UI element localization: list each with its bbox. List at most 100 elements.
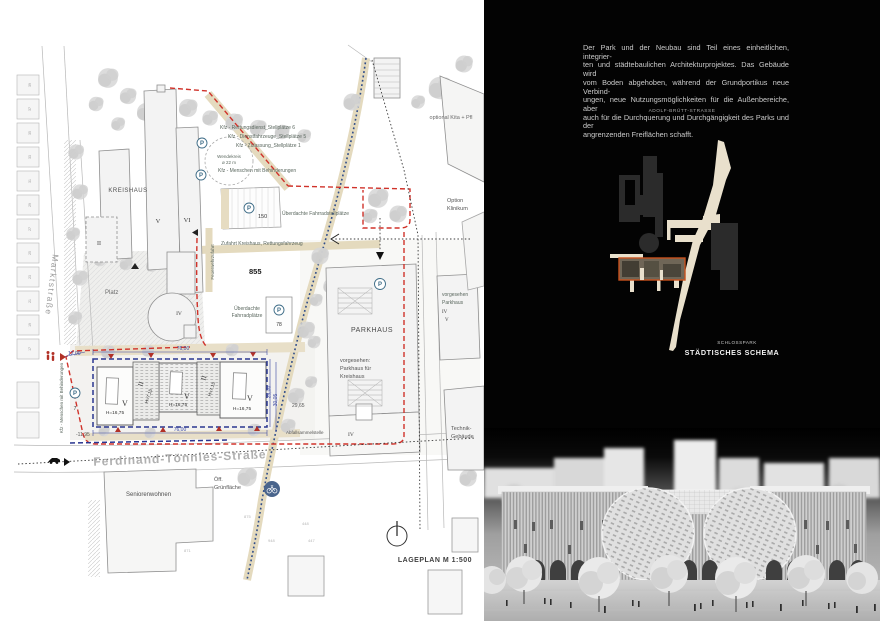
label-schlosspark: SCHLOSSPARK — [717, 340, 757, 345]
dim-12: 12,00 — [68, 351, 81, 357]
level-iv-annex: IV — [348, 432, 354, 438]
concept-text-line: ungen, neue Nutzungsmöglichkeiten für di… — [583, 95, 789, 113]
label-klinikum-2: Klinikum — [447, 206, 468, 212]
staedtisches-schema-diagram: SCHLOSSPARK STÄDTISCHES SCHEMA — [610, 140, 780, 357]
note-kfz-dienstfahrzeuge: Kfz - Dienstfahrzeuge_Stellplätze 5 — [228, 134, 306, 140]
house-number: 31 — [28, 179, 32, 183]
house-number: 21 — [28, 299, 32, 303]
house-number: 25 — [28, 251, 32, 255]
note-kfz-behinderungen: Kfz - Menschen mit Behinderungen — [218, 168, 296, 174]
house-number: 35 — [28, 131, 32, 135]
house-number: 29 — [28, 203, 32, 207]
count-150: 150 — [258, 214, 267, 220]
p-icon: P — [200, 141, 204, 147]
label-schema-title: STÄDTISCHES SCHEMA — [685, 348, 780, 357]
label-parkhaus-planned-2: Parkhaus für — [340, 366, 371, 372]
boundary-tick-arrows — [108, 352, 260, 432]
note-zufahrt: Zufahrt Kreishaus, Rettungsfahrzeug — [221, 241, 303, 247]
level-vi: VI — [184, 217, 191, 224]
house-numbers: 39 37 35 33 31 29 27 25 23 21 19 17 — [28, 83, 32, 351]
concept-text: Der Park und der Neubau sind Teil eines … — [583, 43, 789, 140]
label-kreishaus: KREISHAUS — [108, 188, 147, 194]
note-kfz-behinderungen-vert: Kfz - Menschen mit Behinderungen — [59, 362, 64, 433]
parcel-871: 871 — [184, 548, 191, 553]
dotted-routes — [17, 59, 477, 531]
note-wendekreis-2: ø 22 m — [222, 160, 236, 165]
label-parkhaus-planned-3: Kreishaus — [340, 374, 365, 380]
parcel-948: 948 — [268, 538, 275, 543]
label-klinikum-1: Option — [447, 198, 463, 204]
concept-text-line: angrenzenden Freiflächen schafft. — [583, 130, 694, 140]
p-icon: P — [199, 173, 203, 179]
model-fan-elements — [601, 487, 797, 581]
note-wendekreis-1: Wendekreis — [217, 154, 241, 159]
house-number: 33 — [28, 155, 32, 159]
dim-76-top: 76,00 — [177, 346, 190, 352]
dim-76-bottom: 76,00 — [174, 427, 187, 433]
dim-2965: 29,65 — [292, 403, 305, 409]
wendekreis-circle — [204, 136, 254, 186]
linkA-height: H=7,15 — [144, 388, 153, 404]
house-number: 17 — [28, 347, 32, 351]
house-number: 23 — [28, 275, 32, 279]
label-adolf-bruett-strasse: ADOLF-BRÜTT-STRASSE — [648, 109, 716, 114]
note-fahrrad-ueberdacht: Überdachte Fahrradstellplätze — [282, 210, 349, 217]
label-seniorenwohnen: Seniorenwohnen — [126, 492, 171, 498]
note-fahrradplaetze-2: Fahrradplätze — [232, 313, 263, 319]
block2-height: H=16,75 — [169, 402, 188, 408]
site-boundary-red — [65, 87, 411, 445]
new-building-boundary-blue — [69, 358, 268, 444]
house-number: 27 — [28, 227, 32, 231]
label-parkhaus-right-1: vorgesehen — [442, 292, 468, 298]
street-ferdinand: Ferdinand-Tönnies-Straße — [93, 447, 267, 469]
level-iv-round: IV — [176, 311, 182, 317]
model-figures — [506, 598, 876, 613]
parcel-875: 875 — [244, 514, 251, 519]
p-icon: P — [73, 391, 77, 397]
count-7: 7 — [74, 406, 77, 412]
dim-1195: -11,95 — [76, 432, 90, 438]
label-gruen-2: Grünfläche — [214, 485, 241, 491]
dimension-lines — [62, 349, 277, 436]
plan-title: LAGEPLAN M 1:500 — [398, 557, 472, 564]
level-v: V — [156, 218, 161, 225]
pedestrians-icon — [46, 351, 66, 361]
house-number: 39 — [28, 83, 32, 87]
note-kfz-zulassung: Kfz - Zulassung_Stellplätze 1 — [236, 143, 301, 149]
label-platz: Platz — [105, 290, 118, 296]
linkB-height: H=7,15 — [207, 381, 216, 397]
route-arrowhead-west — [330, 233, 340, 245]
block2-level: V — [184, 392, 190, 401]
concept-text-line: auch für die Durchquerung und Durchgängi… — [583, 112, 789, 131]
parcel-855: 855 — [249, 267, 262, 276]
north-arrow — [386, 521, 408, 547]
note-fahrradplaetze-1: Überdachte — [234, 305, 260, 312]
parking-icons: P P P P P P — [69, 137, 386, 399]
label-parkhaus-planned-1: vorgesehen: — [340, 358, 371, 364]
note-feuerwehr: Feuerwehrzufahrt — [210, 244, 215, 280]
label-kita: optional Kita + Pfl — [430, 115, 473, 121]
street-marktstrasse: Marktstraße — [43, 254, 60, 317]
bicycle-icon — [264, 481, 280, 497]
block3-height: H=16,75 — [233, 406, 252, 412]
street-houses — [16, 74, 40, 439]
linkA-level: II — [136, 380, 145, 388]
model-photo — [484, 428, 880, 621]
concept-panel: Der Park und der Neubau sind Teil eines … — [484, 0, 880, 621]
parcel-447: 447 — [308, 538, 315, 543]
new-building — [96, 361, 267, 426]
p-icon: P — [378, 282, 382, 288]
model-trees — [484, 555, 878, 612]
sidewalk-strip-south — [88, 500, 100, 577]
schema-new-building-highlight — [618, 257, 686, 281]
label-parkhaus-right-3: IV — [442, 310, 448, 315]
car-direction-arrow — [64, 458, 70, 466]
schema-context-buildings — [619, 156, 738, 290]
note-abfall: Abfallsammelstelle — [286, 430, 324, 435]
p-icon: P — [277, 308, 281, 314]
count-78: 78 — [276, 322, 282, 328]
linkB-level: II — [199, 374, 208, 382]
triangle-marker-kreishaus — [192, 229, 198, 236]
parcel-448: 448 — [302, 521, 309, 526]
